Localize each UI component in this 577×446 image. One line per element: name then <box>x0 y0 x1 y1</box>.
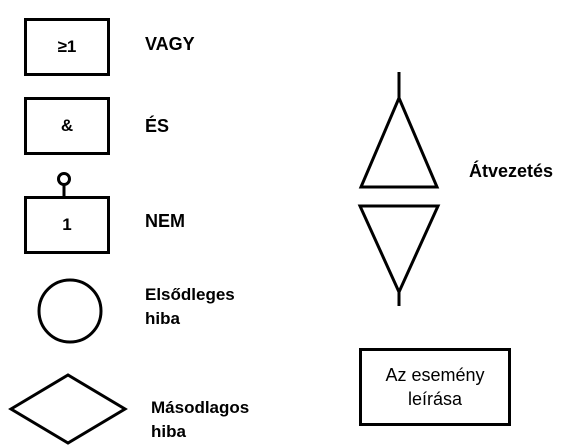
primary-event-label-line2: hiba <box>145 309 180 328</box>
event-description-box: Az esemény leírása <box>359 348 511 426</box>
event-description-line2: leírása <box>407 389 463 409</box>
and-gate-label: ÉS <box>145 116 170 136</box>
primary-event-circle-icon <box>37 278 103 344</box>
transfer-label: Átvezetés <box>469 161 554 181</box>
and-gate-box: & <box>24 97 110 155</box>
not-gate-symbol: 1 <box>62 215 72 234</box>
or-gate-symbol: ≥1 <box>57 37 77 56</box>
not-gate-label: NEM <box>145 211 185 231</box>
secondary-event-label: Másodlagos hiba <box>151 396 249 444</box>
not-gate-bubble-icon <box>57 172 71 197</box>
not-gate-box: 1 <box>24 196 110 254</box>
or-gate-box: ≥1 <box>24 18 110 76</box>
secondary-event-label-line2: hiba <box>151 422 186 441</box>
primary-event-label-line1: Elsődleges <box>145 285 235 304</box>
secondary-event-label-line1: Másodlagos <box>151 398 250 417</box>
event-description-line1: Az esemény <box>385 365 485 385</box>
transfer-triangles-icon <box>357 72 441 306</box>
primary-event-label: Elsődleges hiba <box>145 283 235 331</box>
secondary-event-diamond-icon <box>8 373 128 445</box>
and-gate-symbol: & <box>60 116 74 135</box>
or-gate-label: VAGY <box>145 34 195 54</box>
